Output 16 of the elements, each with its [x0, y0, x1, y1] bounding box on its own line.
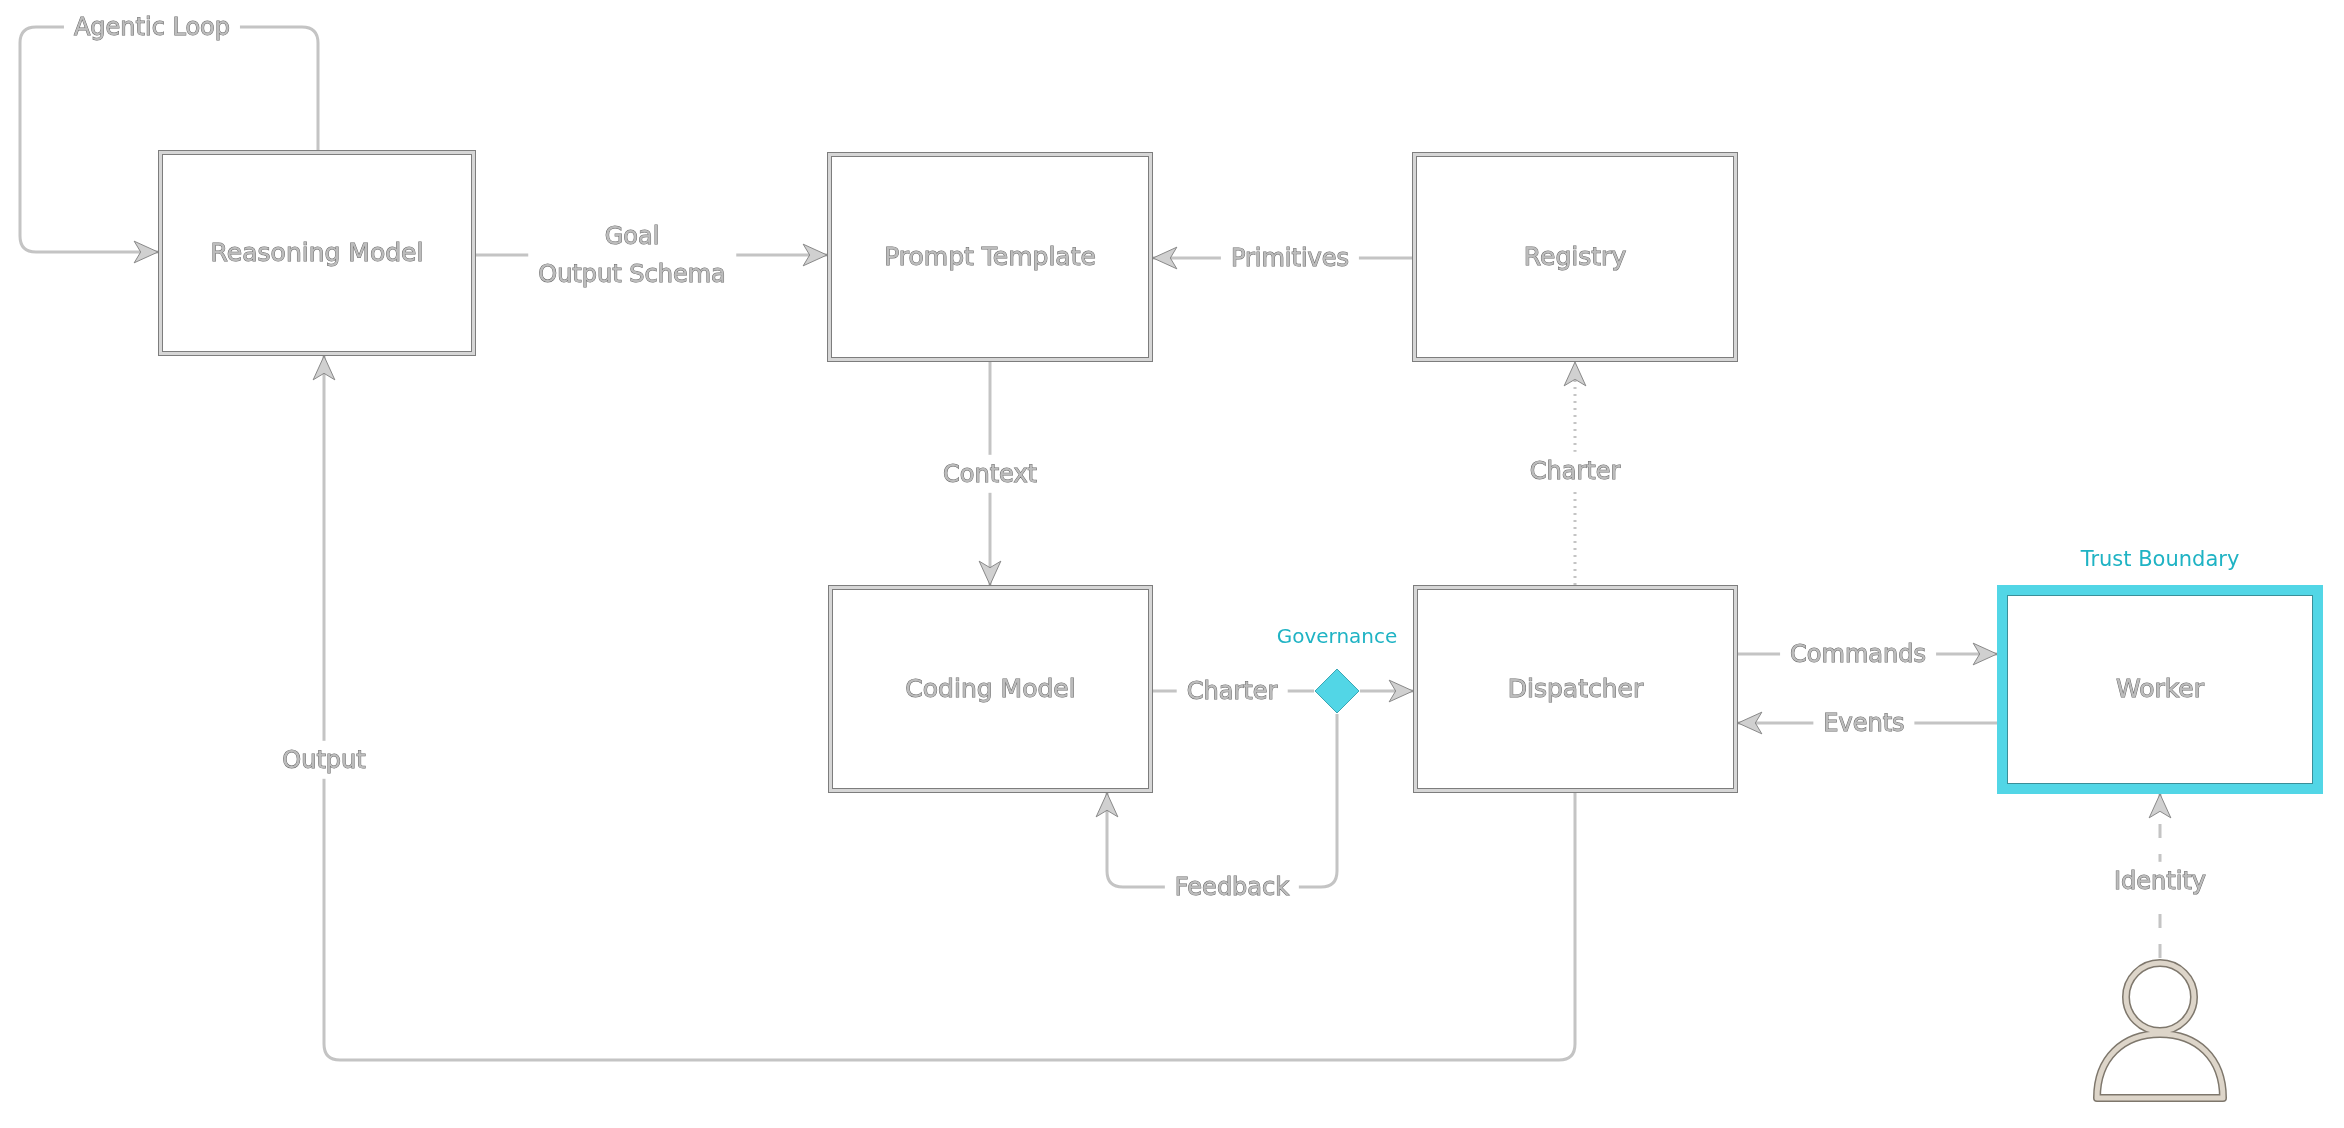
node-caption: Governance [1276, 624, 1398, 648]
process-box [158, 150, 476, 356]
node-label: Worker [2115, 673, 2205, 706]
process-box [1413, 585, 1738, 793]
arrow [1360, 679, 1414, 703]
process-box [827, 152, 1153, 362]
process-box [828, 585, 1153, 793]
process-box [1412, 152, 1738, 362]
node-label: Reasoning Model [210, 236, 424, 269]
boundary-heading: Trust Boundary [2080, 547, 2240, 573]
decision-diamond [1314, 668, 1360, 714]
node-label: Coding Model [905, 672, 1076, 705]
node-label: Prompt Template [884, 240, 1096, 273]
node-label: Dispatcher [1507, 672, 1644, 705]
person-icon [2093, 958, 2227, 1102]
node-label: Registry [1523, 240, 1627, 273]
